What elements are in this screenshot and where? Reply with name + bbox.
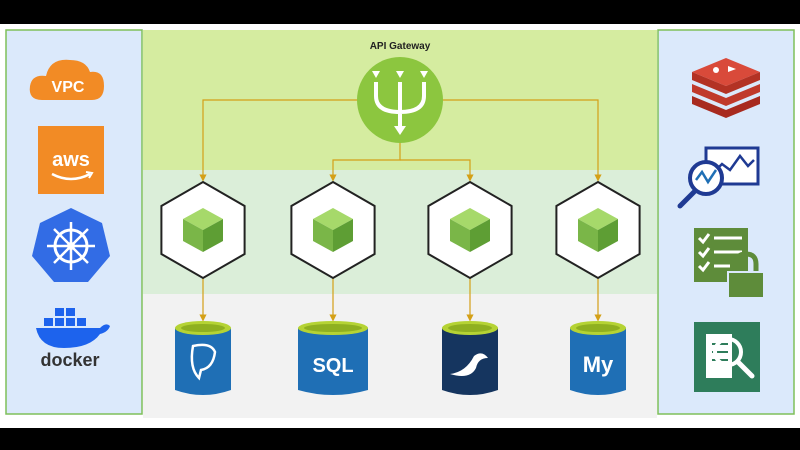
database-row: SQL My xyxy=(175,321,626,395)
aws-label: aws xyxy=(52,149,90,171)
kubernetes-helm-icon xyxy=(32,208,110,282)
gateway-connectors xyxy=(199,99,602,322)
mariadb-database-icon[interactable] xyxy=(442,321,498,395)
service-row xyxy=(160,180,641,280)
monitoring-search-chart-icon xyxy=(677,146,760,209)
mysql-database-icon[interactable]: My xyxy=(570,321,626,395)
microservice-cube-icon[interactable] xyxy=(555,180,641,280)
docker-label: docker xyxy=(40,350,99,370)
database-label: SQL xyxy=(312,355,353,377)
microservice-cube-icon[interactable] xyxy=(160,180,246,280)
sql-database-icon[interactable]: SQL xyxy=(298,321,368,395)
docker-whale-icon: docker xyxy=(36,308,110,370)
redis-stack-icon xyxy=(692,58,760,118)
aws-logo-icon: aws xyxy=(38,126,104,194)
document-search-icon xyxy=(694,322,760,392)
database-label: My xyxy=(583,352,614,377)
postgresql-database-icon[interactable] xyxy=(175,321,231,395)
microservice-cube-icon[interactable] xyxy=(290,180,376,280)
gateway-title: API Gateway xyxy=(370,41,431,52)
aws-vpc-cloud-icon: VPC xyxy=(29,59,104,100)
api-gateway-icon[interactable] xyxy=(357,57,443,143)
security-checklist-lock-icon xyxy=(694,228,765,299)
microservice-cube-icon[interactable] xyxy=(427,180,513,280)
vpc-label: VPC xyxy=(52,79,85,96)
